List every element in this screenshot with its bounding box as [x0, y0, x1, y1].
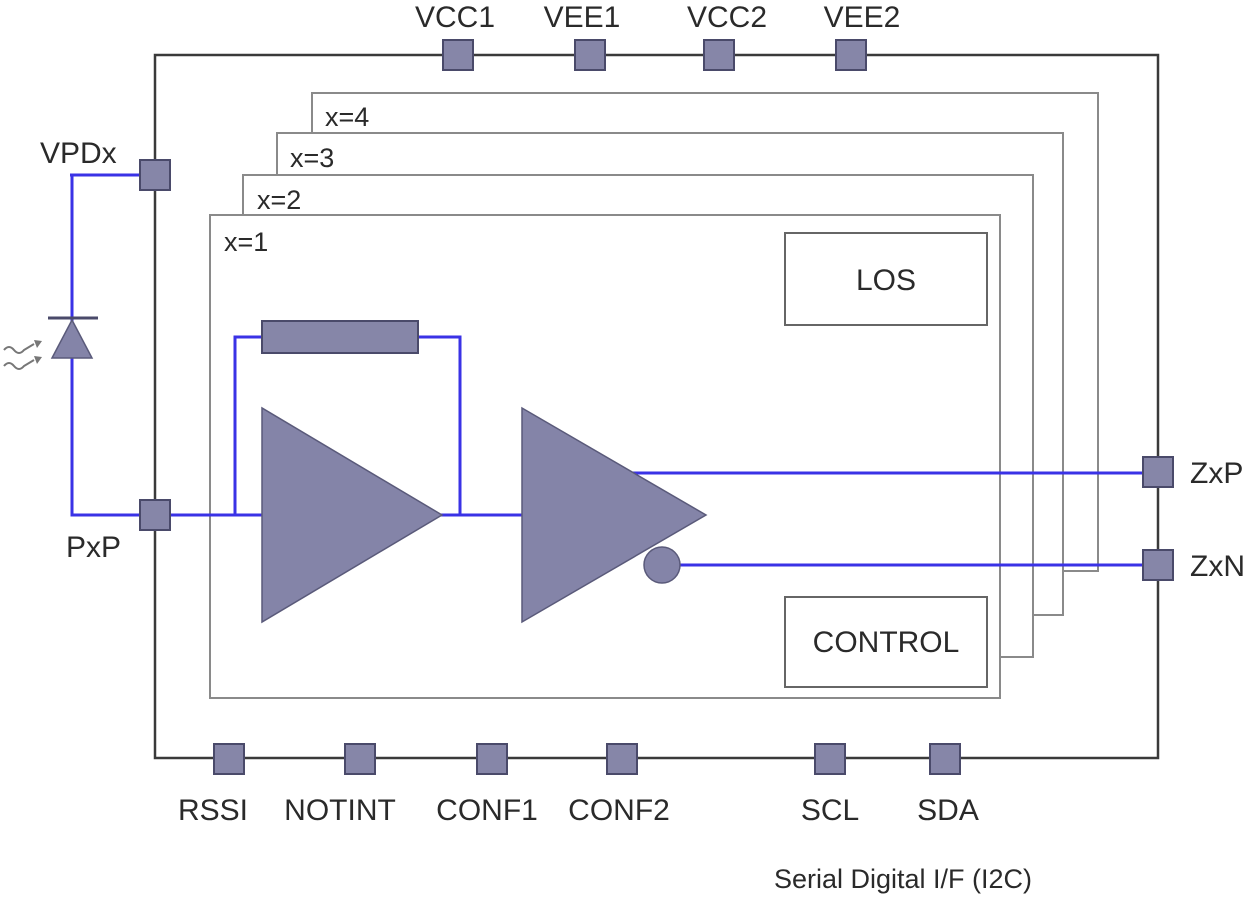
pin-conf1	[476, 743, 508, 775]
pin-vee2	[835, 39, 867, 71]
channel-label-4: x=4	[325, 102, 369, 132]
channel-label-1: x=1	[224, 227, 268, 257]
label-vee1: VEE1	[544, 1, 621, 34]
pin-conf2	[606, 743, 638, 775]
label-sda: SDA	[917, 794, 979, 827]
pin-zxn	[1142, 549, 1174, 581]
channel-label-2: x=2	[257, 185, 301, 215]
pin-vcc2	[703, 39, 735, 71]
photodiode-wire	[70, 175, 155, 517]
label-vee2: VEE2	[824, 1, 901, 34]
label-vpdx: VPDx	[40, 137, 117, 170]
pin-vee1	[574, 39, 606, 71]
label-vcc2: VCC2	[687, 1, 767, 34]
los-block	[784, 232, 988, 326]
output-amplifier	[521, 406, 708, 624]
feedback-wire-right	[418, 335, 462, 515]
pin-scl	[814, 743, 846, 775]
channel-label-3: x=3	[290, 143, 334, 173]
control-label: CONTROL	[813, 626, 960, 659]
inverting-output-bubble	[643, 546, 681, 584]
label-conf2: CONF2	[568, 794, 670, 827]
los-label: LOS	[856, 264, 916, 297]
pin-vpdx	[139, 159, 171, 191]
feedback-wire-left	[233, 335, 262, 515]
tia-amplifier	[261, 406, 444, 624]
light-wave-icon	[3, 340, 42, 370]
photodiode-icon	[50, 318, 94, 359]
pin-pxp	[139, 499, 171, 531]
label-pxp: PxP	[66, 531, 121, 564]
pin-vcc1	[442, 39, 474, 71]
label-scl: SCL	[801, 794, 859, 827]
pin-notint	[344, 743, 376, 775]
label-notint: NOTINT	[284, 794, 396, 827]
pin-sda	[929, 743, 961, 775]
control-block	[784, 596, 988, 688]
label-zxp: ZxP	[1190, 457, 1243, 490]
pin-rssi	[213, 743, 245, 775]
pin-zxp	[1142, 456, 1174, 488]
label-conf1: CONF1	[436, 794, 538, 827]
label-rssi: RSSI	[178, 794, 248, 827]
feedback-resistor	[261, 320, 419, 354]
label-zxn: ZxN	[1190, 550, 1245, 583]
label-vcc1: VCC1	[415, 1, 495, 34]
i2c-interface-caption: Serial Digital I/F (I2C)	[774, 864, 1032, 894]
